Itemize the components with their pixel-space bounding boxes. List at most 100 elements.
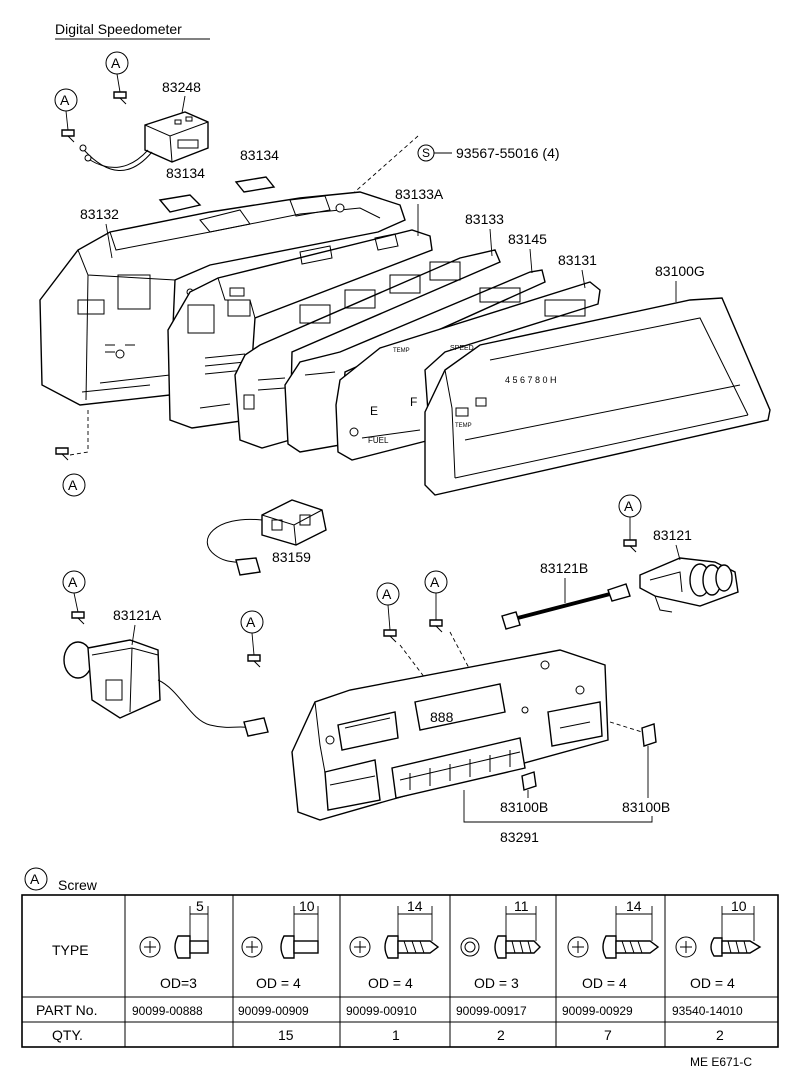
col-5-length: 14 — [626, 898, 642, 914]
clip-83100B-right — [641, 723, 657, 747]
dial-speed: SPEED — [450, 345, 474, 352]
row-header-qty: QTY. — [52, 1027, 83, 1043]
diagram-title: Digital Speedometer — [55, 21, 182, 37]
dial-f: F — [410, 395, 417, 409]
cable-83121B — [501, 583, 631, 630]
label-83121: 83121 — [653, 527, 692, 543]
dash-clip-right — [609, 721, 643, 733]
screw-col-6: 10 OD = 4 93540-14010 2 — [672, 898, 762, 1043]
callout-a-8: A — [424, 570, 471, 671]
callout-a-3: A — [55, 447, 86, 497]
callout-a-7-letter: A — [382, 586, 392, 602]
housing-83132 — [39, 191, 406, 406]
label-83248: 83248 — [162, 79, 201, 95]
col-6-od: OD = 4 — [690, 975, 735, 991]
col-6-part-no: 93540-14010 — [672, 1004, 743, 1018]
col-2-od: OD = 4 — [256, 975, 301, 991]
col-1-part-no: 90099-00888 — [132, 1004, 203, 1018]
callout-a-8-letter: A — [430, 574, 440, 590]
label-93567-55016: 93567-55016 (4) — [456, 145, 560, 161]
switch-83248 — [79, 111, 209, 171]
col-1-length: 5 — [196, 898, 204, 914]
sensor-83159 — [206, 499, 327, 576]
label-83134-a: 83134 — [166, 165, 205, 181]
label-83100B-left: 83100B — [500, 799, 548, 815]
col-5-part-no: 90099-00929 — [562, 1004, 633, 1018]
col-3-od: OD = 4 — [368, 975, 413, 991]
col-3-part-no: 90099-00910 — [346, 1004, 417, 1018]
label-83121B: 83121B — [540, 560, 588, 576]
screw-col-1: 5 OD=3 90099-00888 — [132, 898, 209, 1018]
col-2-part-no: 90099-00909 — [238, 1004, 309, 1018]
leader-83131 — [581, 269, 586, 289]
col-5-od: OD = 4 — [582, 975, 627, 991]
dash-housing-bottom-b — [69, 451, 89, 456]
circuit-board-83291: 888 — [291, 649, 609, 821]
col-5-qty: 7 — [604, 1027, 612, 1043]
figure-code: ME E671-C — [690, 1055, 752, 1069]
col-6-length: 10 — [731, 898, 747, 914]
label-83159: 83159 — [272, 549, 311, 565]
screw-col-2: 10 OD = 4 90099-00909 15 — [238, 898, 319, 1043]
callout-a-1-letter: A — [111, 55, 121, 71]
legend-a-letter: A — [30, 871, 40, 887]
lens-digits: 4 5 6 7 8 0 H — [505, 375, 557, 385]
callout-a-2: A — [54, 88, 78, 143]
col-4-part-no: 90099-00917 — [456, 1004, 527, 1018]
bracket-83291 — [463, 790, 653, 823]
col-2-length: 10 — [299, 898, 315, 914]
col-1-od: OD=3 — [160, 975, 197, 991]
callout-a-3-letter: A — [68, 477, 78, 493]
leader-83248 — [181, 95, 186, 114]
row-header-part-no: PART No. — [36, 1002, 97, 1018]
label-83291: 83291 — [500, 829, 539, 845]
dial-fuel: FUEL — [368, 436, 389, 445]
label-83131: 83131 — [558, 252, 597, 268]
clip-83100B-left — [521, 771, 537, 791]
leader-83121 — [675, 544, 681, 561]
unit-83121: A — [618, 494, 739, 613]
plate-83133 — [234, 249, 501, 449]
unit-83121A: A — [62, 570, 269, 737]
label-83132: 83132 — [80, 206, 119, 222]
label-83100G: 83100G — [655, 263, 705, 279]
callout-a-6: A — [240, 610, 264, 668]
pad-83134-b — [234, 176, 276, 193]
lens-83100G: 4 5 6 7 8 0 H TEMP — [424, 297, 771, 496]
row-header-type: TYPE — [52, 942, 89, 958]
dial-e: E — [370, 404, 378, 418]
dial-temp: TEMP — [393, 348, 410, 354]
callout-a-1: A — [105, 51, 129, 105]
plate-83133A — [167, 229, 433, 429]
legend-title: Screw — [58, 877, 98, 893]
leader-83132 — [105, 223, 113, 259]
board-digits: 888 — [430, 709, 454, 725]
callout-a-5-letter: A — [68, 574, 78, 590]
label-83133: 83133 — [465, 211, 504, 227]
leader-83145 — [529, 248, 533, 274]
col-3-qty: 1 — [392, 1027, 400, 1043]
label-83134-b: 83134 — [240, 147, 279, 163]
col-3-length: 14 — [407, 898, 423, 914]
leader-83121A — [131, 624, 136, 646]
lens-temp: TEMP — [455, 423, 472, 429]
label-83145: 83145 — [508, 231, 547, 247]
screw-legend: A Screw — [24, 867, 98, 893]
screw-col-3: 14 OD = 4 90099-00910 1 — [346, 898, 440, 1043]
callout-a-6-letter: A — [246, 614, 256, 630]
col-4-qty: 2 — [497, 1027, 505, 1043]
screw-col-5: 14 OD = 4 90099-00929 7 — [562, 898, 660, 1043]
col-2-qty: 15 — [278, 1027, 294, 1043]
label-83100B-right: 83100B — [622, 799, 670, 815]
screw-table: TYPE PART No. QTY. 5 OD=3 90099-00888 10… — [21, 894, 779, 1048]
col-6-qty: 2 — [716, 1027, 724, 1043]
filter-83145 — [284, 269, 546, 453]
dial-plate-83131: E F FUEL SPEED TEMP — [335, 281, 601, 461]
label-83133A: 83133A — [395, 186, 444, 202]
screw-col-4: 11 OD = 3 90099-00917 2 — [456, 898, 541, 1043]
col-4-length: 11 — [514, 898, 529, 914]
callout-a-7: A — [376, 582, 429, 683]
leader-83133 — [489, 228, 493, 257]
col-4-od: OD = 3 — [474, 975, 519, 991]
